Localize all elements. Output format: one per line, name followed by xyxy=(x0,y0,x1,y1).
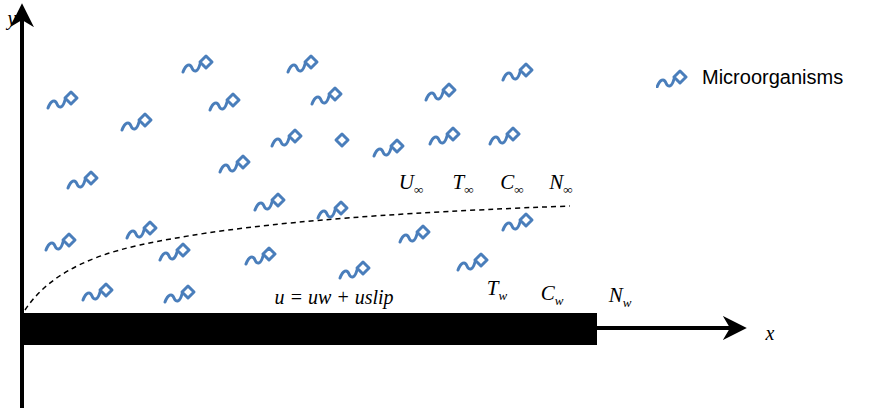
wall-symbol: Tw xyxy=(487,278,507,302)
axis-label: y xyxy=(8,8,17,28)
microorganisms xyxy=(46,56,532,302)
y-axis xyxy=(20,8,24,408)
axis-label: x xyxy=(766,323,775,343)
free-stream-symbol: C∞ xyxy=(500,172,523,196)
boundary-condition: u = uw + uslip xyxy=(274,287,393,307)
free-stream-symbol: U∞ xyxy=(399,172,423,196)
plate xyxy=(24,313,597,345)
free-stream-symbol: T∞ xyxy=(453,172,474,196)
wall-symbol: Cw xyxy=(541,283,564,307)
boundary-layer-edge xyxy=(25,206,570,310)
legend-label: Microorganisms xyxy=(702,66,843,89)
free-stream-symbol: N∞ xyxy=(549,172,572,196)
wall-symbol: Nw xyxy=(609,285,632,309)
microorganism-icon xyxy=(656,68,688,88)
legend-entry: Microorganisms xyxy=(656,66,843,89)
